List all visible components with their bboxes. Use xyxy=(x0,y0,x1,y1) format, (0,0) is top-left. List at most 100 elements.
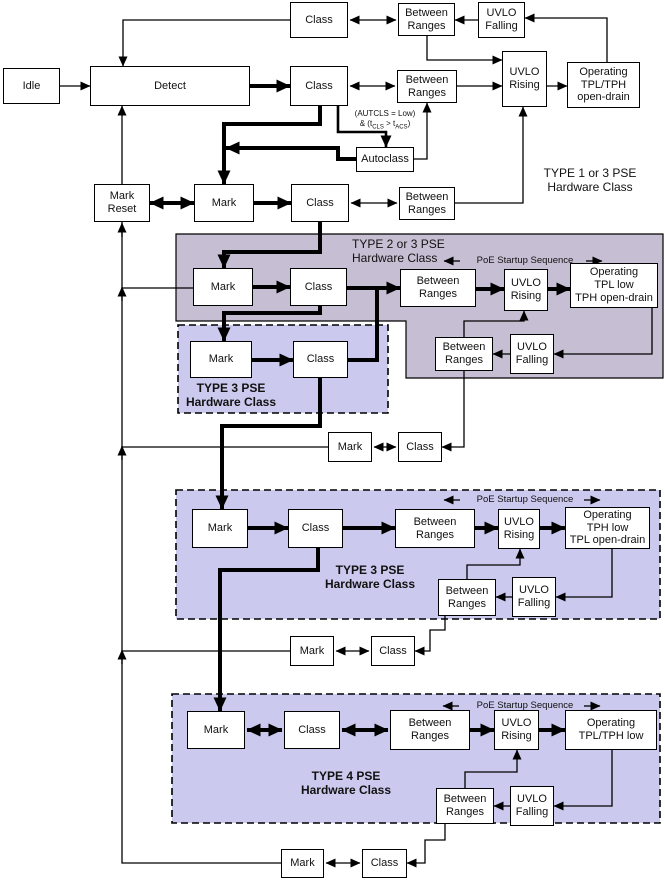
state-box-class-type4: Class xyxy=(284,711,340,749)
autoclass-condition-line2: & (tCLS > tACS) xyxy=(359,119,411,131)
autoclass-condition-annotation: (AUTCLS = Low) & (tCLS > tACS) xyxy=(340,109,430,133)
state-box-autoclass: Autoclass xyxy=(356,147,414,172)
label-line: Operating xyxy=(583,508,632,521)
label-line: Class xyxy=(370,857,399,870)
label-line: TPL low xyxy=(594,279,634,292)
state-box-class-main: Class xyxy=(290,66,348,106)
label-line: UVLO xyxy=(486,7,517,20)
label-line: Rising xyxy=(509,79,540,91)
label-line: Ranges xyxy=(408,203,446,216)
label-line: Ranges xyxy=(446,806,484,818)
label-line: Class xyxy=(298,723,326,736)
startup-sequence-label-type2or3: PoE Startup Sequence xyxy=(476,255,574,266)
startup-sequence-label-type4: PoE Startup Sequence xyxy=(476,700,574,711)
label-line: Between xyxy=(405,190,449,203)
state-box-mark-type3-small: Mark xyxy=(190,341,252,378)
connector-autoclass-condition xyxy=(336,106,392,148)
label-line: Class xyxy=(406,440,434,453)
connectors-thick xyxy=(149,79,571,737)
state-box-mark-type4: Mark xyxy=(187,711,245,749)
label-line: UVLO xyxy=(511,277,541,290)
autoclass-condition-line1: (AUTCLS = Low) xyxy=(354,109,416,118)
state-box-detect: Detect xyxy=(90,66,250,106)
label-line: Operating xyxy=(579,65,628,78)
label-line: Mark xyxy=(337,440,363,453)
label-line: Between xyxy=(442,341,486,354)
label-line: Falling xyxy=(515,806,549,818)
label-line: Between xyxy=(408,717,452,730)
state-box-class-row1: Class xyxy=(291,184,349,222)
label-line: Ranges xyxy=(408,86,446,99)
region-type3-small xyxy=(177,324,389,414)
label-line: TPH open-drain xyxy=(575,291,653,304)
label-line: Class xyxy=(304,280,333,293)
state-box-mark-type3: Mark xyxy=(192,509,248,548)
label-line: Falling xyxy=(485,20,518,32)
label-line: UVLO xyxy=(517,341,547,354)
label-line: Autoclass xyxy=(361,153,409,166)
label-line: Between xyxy=(413,515,457,528)
label-line: Mark xyxy=(207,522,233,535)
label-line: Ranges xyxy=(419,288,457,300)
label-line: Operating xyxy=(586,717,636,730)
label-line: Mark xyxy=(211,196,237,209)
label-line: Ranges xyxy=(407,19,446,32)
label-line: Class xyxy=(305,79,333,92)
state-box-class-pair1: Class xyxy=(398,432,442,462)
label-line: TPL/TPH low xyxy=(578,730,644,742)
label-line: Ranges xyxy=(445,354,483,366)
label-line: Mark xyxy=(203,723,229,736)
state-box-class-pair3: Class xyxy=(362,849,407,878)
label-line: Mark xyxy=(290,857,315,870)
label-line: Rising xyxy=(510,290,542,302)
label-line: UVLO xyxy=(501,717,532,730)
label-line: Falling xyxy=(517,597,551,609)
label-line: TPH low xyxy=(586,521,629,534)
label-line: Ranges xyxy=(448,597,486,610)
startup-sequence-arrows xyxy=(442,256,603,711)
label-line: Between xyxy=(445,584,489,597)
label-line: TPL open-drain xyxy=(569,534,646,547)
label-line: UVLO xyxy=(504,516,534,529)
label-line: Rising xyxy=(503,529,535,541)
label-line: UVLO xyxy=(519,584,549,597)
label-line: Mark xyxy=(210,280,236,293)
label-line: Idle xyxy=(22,79,41,92)
label-line: Mark xyxy=(208,353,234,366)
label-line: Class xyxy=(305,13,333,26)
label-line: Between xyxy=(416,275,460,288)
state-box-mark-pair1: Mark xyxy=(328,432,372,462)
state-box-mark-pair3: Mark xyxy=(281,849,324,878)
label-line: Rising xyxy=(501,730,532,742)
state-box-class-type2or3: Class xyxy=(290,268,347,306)
state-box-mark-pair2: Mark xyxy=(290,636,334,666)
label-line: Class xyxy=(306,353,335,366)
label-line: Ranges xyxy=(416,528,454,541)
label-line: UVLO xyxy=(517,793,547,806)
state-box-mark-type2or3: Mark xyxy=(193,268,253,306)
state-box-idle: Idle xyxy=(3,68,60,104)
label-line: Operating xyxy=(589,266,639,279)
